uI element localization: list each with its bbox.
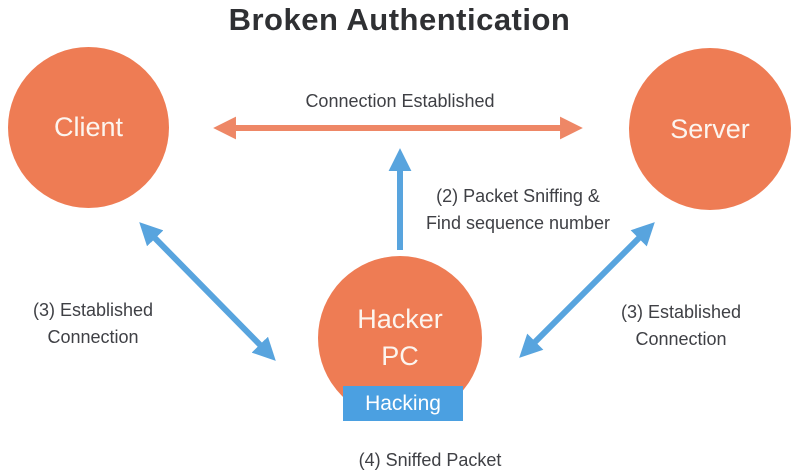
right-established-connection-line2: Connection (635, 329, 727, 349)
left-established-connection-label: (3) Established Connection (13, 297, 173, 351)
hacker-pc-node-label-line1: Hacker (357, 304, 443, 334)
left-established-connection-line1: (3) Established (32, 300, 154, 320)
client-node-label: Client (53, 112, 124, 142)
packet-sniffing-label: (2) Packet Sniffing & Find sequence numb… (398, 183, 638, 237)
hacking-badge: Hacking (343, 386, 463, 421)
server-node: Server (629, 48, 791, 210)
packet-sniffing-label-line1: (2) Packet Sniffing & (436, 186, 600, 206)
hacker-pc-node-label-line2: PC (381, 341, 419, 371)
diagram-title: Broken Authentication (228, 2, 571, 37)
client-hacker-double-arrow (139, 222, 276, 361)
right-established-connection-line1: (3) Established (620, 302, 742, 322)
server-node-label: Server (670, 113, 750, 144)
left-established-connection-line2: Connection (47, 327, 139, 347)
right-established-connection-label: (3) Established Connection (601, 299, 761, 353)
packet-sniffing-label-line2: Find sequence number (425, 213, 611, 233)
server-hacker-double-arrow (519, 222, 655, 358)
client-node: Client (8, 47, 169, 208)
connection-established-label: Connection Established (305, 91, 495, 111)
sniffed-packet-label: (4) Sniffed Packet (358, 450, 502, 470)
